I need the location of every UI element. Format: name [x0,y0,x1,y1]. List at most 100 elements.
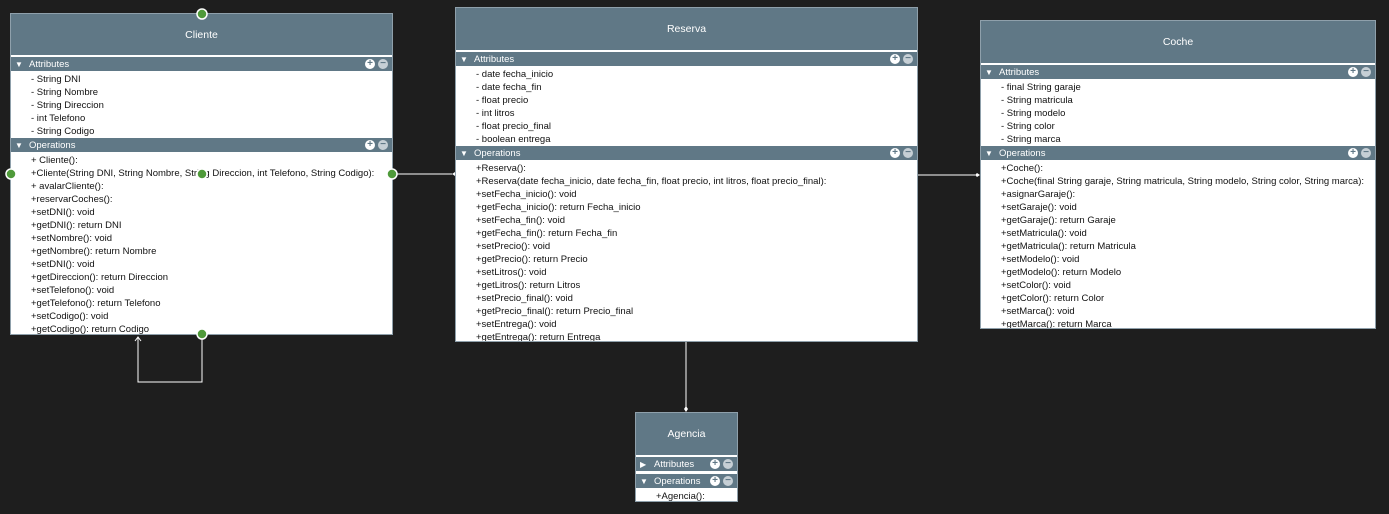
cliente-operation[interactable]: +getDireccion(): return Direccion [31,272,169,283]
coche-operation[interactable]: +setModelo(): void [1001,254,1080,265]
agencia-operation[interactable]: +Agencia(): [656,491,705,502]
coche-attribute[interactable]: - String color [1001,121,1055,132]
cliente-operation[interactable]: +getCodigo(): return Codigo [31,324,150,335]
reserva-operations-header[interactable]: ▼ Operations + − [456,146,917,161]
coche-attribute[interactable]: - final String garaje [1001,82,1081,93]
coche-operation[interactable]: +getGaraje(): return Garaje [1001,215,1116,226]
cliente-attribute[interactable]: - String Direccion [31,100,104,111]
add-operation-icon[interactable]: + [710,476,720,486]
class-agencia-header[interactable]: Agencia [636,413,737,457]
reserva-operation[interactable]: +getLitros(): return Litros [476,280,581,291]
add-attribute-icon[interactable]: + [710,459,720,469]
add-attribute-icon[interactable]: + [1348,67,1358,77]
reserva-operation[interactable]: +setPrecio_final(): void [476,293,573,304]
cliente-attributes-header[interactable]: ▼ Attributes + − [11,57,392,72]
collapse-triangle-icon[interactable]: ▼ [985,67,993,77]
coche-operation[interactable]: +asignarGaraje(): [1001,189,1076,200]
class-reserva[interactable]: Reserva ▼ Attributes + − - date fecha_in… [455,7,918,342]
add-operation-icon[interactable]: + [1348,148,1358,158]
reserva-attribute[interactable]: - boolean entrega [476,134,551,145]
cliente-attribute[interactable]: - String Codigo [31,126,95,137]
cliente-operation[interactable]: +setCodigo(): void [31,311,109,322]
collapse-triangle-icon[interactable]: ▼ [985,148,993,158]
class-reserva-header[interactable]: Reserva [456,8,917,52]
class-cliente-header[interactable]: Cliente [11,14,392,57]
remove-operation-icon[interactable]: − [903,148,913,158]
coche-attribute[interactable]: - String matricula [1001,95,1073,106]
remove-operation-icon[interactable]: − [378,140,388,150]
cliente-operations-header[interactable]: ▼ Operations + − [11,138,392,153]
class-agencia[interactable]: Agencia ▶ Attributes + − ▼ Operations + … [635,412,738,502]
coche-operation[interactable]: +getModelo(): return Modelo [1001,267,1122,278]
collapse-triangle-icon[interactable]: ▼ [15,59,23,69]
add-attribute-icon[interactable]: + [890,54,900,64]
collapse-triangle-icon[interactable]: ▼ [15,140,23,150]
reserva-attribute[interactable]: - date fecha_inicio [476,69,554,80]
coche-operation[interactable]: +getMarca(): return Marca [1001,319,1112,329]
reserva-attribute[interactable]: - date fecha_fin [476,82,542,93]
agencia-attributes-header[interactable]: ▶ Attributes + − [636,457,737,472]
collapse-triangle-icon[interactable]: ▼ [460,54,468,64]
coche-operations-header[interactable]: ▼ Operations + − [981,146,1375,161]
coche-operation[interactable]: +Coche(): [1001,163,1043,174]
cliente-operation[interactable]: + Cliente(): [31,155,78,166]
cliente-attribute[interactable]: - int Telefono [31,113,86,124]
cliente-operation[interactable]: +getDNI(): return DNI [31,220,122,231]
coche-attributes-header[interactable]: ▼ Attributes + − [981,65,1375,80]
reserva-operation[interactable]: +getFecha_fin(): return Fecha_fin [476,228,618,239]
reserva-operation[interactable]: +Reserva(): [476,163,526,174]
reserva-operation[interactable]: +getFecha_inicio(): return Fecha_inicio [476,202,641,213]
reserva-attribute[interactable]: - float precio [476,95,529,106]
cliente-operation[interactable]: +setDNI(): void [31,259,95,270]
remove-attribute-icon[interactable]: − [723,459,733,469]
coche-operation[interactable]: +setGaraje(): void [1001,202,1077,213]
remove-attribute-icon[interactable]: − [378,59,388,69]
cliente-operation[interactable]: +setDNI(): void [31,207,95,218]
remove-operation-icon[interactable]: − [1361,148,1371,158]
remove-attribute-icon[interactable]: − [1361,67,1371,77]
remove-attribute-icon[interactable]: − [903,54,913,64]
reserva-attributes-header[interactable]: ▼ Attributes + − [456,52,917,67]
coche-operation[interactable]: +getColor(): return Color [1001,293,1105,304]
class-coche[interactable]: Coche ▼ Attributes + − - final String ga… [980,20,1376,329]
collapse-triangle-icon[interactable]: ▼ [460,148,468,158]
cliente-operation[interactable]: +setTelefono(): void [31,285,115,296]
cliente-attribute[interactable]: - String Nombre [31,87,99,98]
coche-operation[interactable]: +setMarca(): void [1001,306,1075,317]
class-coche-header[interactable]: Coche [981,21,1375,65]
reserva-operation[interactable]: +setEntrega(): void [476,319,557,330]
add-attribute-icon[interactable]: + [365,59,375,69]
cliente-operation[interactable]: +getTelefono(): return Telefono [31,298,161,309]
reserva-operation[interactable]: +setLitros(): void [476,267,547,278]
remove-operation-icon[interactable]: − [723,476,733,486]
reserva-operation[interactable]: +Reserva(date fecha_inicio, date fecha_f… [476,176,827,187]
add-operation-icon[interactable]: + [365,140,375,150]
cliente-self-association-arrow [134,336,142,342]
cliente-operation[interactable]: +reservarCoches(): [31,194,113,205]
reserva-operation[interactable]: +setPrecio(): void [476,241,551,252]
reserva-operation[interactable]: +getPrecio_final(): return Precio_final [476,306,634,317]
cliente-operation[interactable]: +setNombre(): void [31,233,113,244]
coche-operation[interactable]: +setMatricula(): void [1001,228,1087,239]
coche-operation[interactable]: +Coche(final String garaje, String matri… [1001,176,1365,187]
coche-attribute[interactable]: - String modelo [1001,108,1066,119]
collapse-triangle-icon[interactable]: ▼ [640,476,648,486]
class-cliente[interactable]: Cliente ▼ Attributes + − - String DNI - … [10,13,393,335]
add-operation-icon[interactable]: + [890,148,900,158]
reserva-attribute[interactable]: - float precio_final [476,121,551,132]
cliente-operation[interactable]: +getNombre(): return Nombre [31,246,157,257]
reserva-operation[interactable]: +getPrecio(): return Precio [476,254,588,265]
reserva-operation[interactable]: +getEntrega(): return Entrega [476,332,601,342]
reserva-operation[interactable]: +setFecha_fin(): void [476,215,565,226]
coche-operation[interactable]: +setColor(): void [1001,280,1071,291]
reserva-operation[interactable]: +setFecha_inicio(): void [476,189,577,200]
reserva-attribute[interactable]: - int litros [476,108,515,119]
coche-operation[interactable]: +getMatricula(): return Matricula [1001,241,1136,252]
coche-attributes-list: - final String garaje - String matricula… [981,80,1375,146]
agencia-operations-header[interactable]: ▼ Operations + − [636,474,737,489]
cliente-operation[interactable]: +Cliente(String DNI, String Nombre, Stri… [31,168,375,179]
cliente-attribute[interactable]: - String DNI [31,74,81,85]
expand-triangle-icon[interactable]: ▶ [640,459,647,469]
coche-attribute[interactable]: - String marca [1001,134,1061,145]
cliente-operation[interactable]: + avalarCliente(): [31,181,104,192]
